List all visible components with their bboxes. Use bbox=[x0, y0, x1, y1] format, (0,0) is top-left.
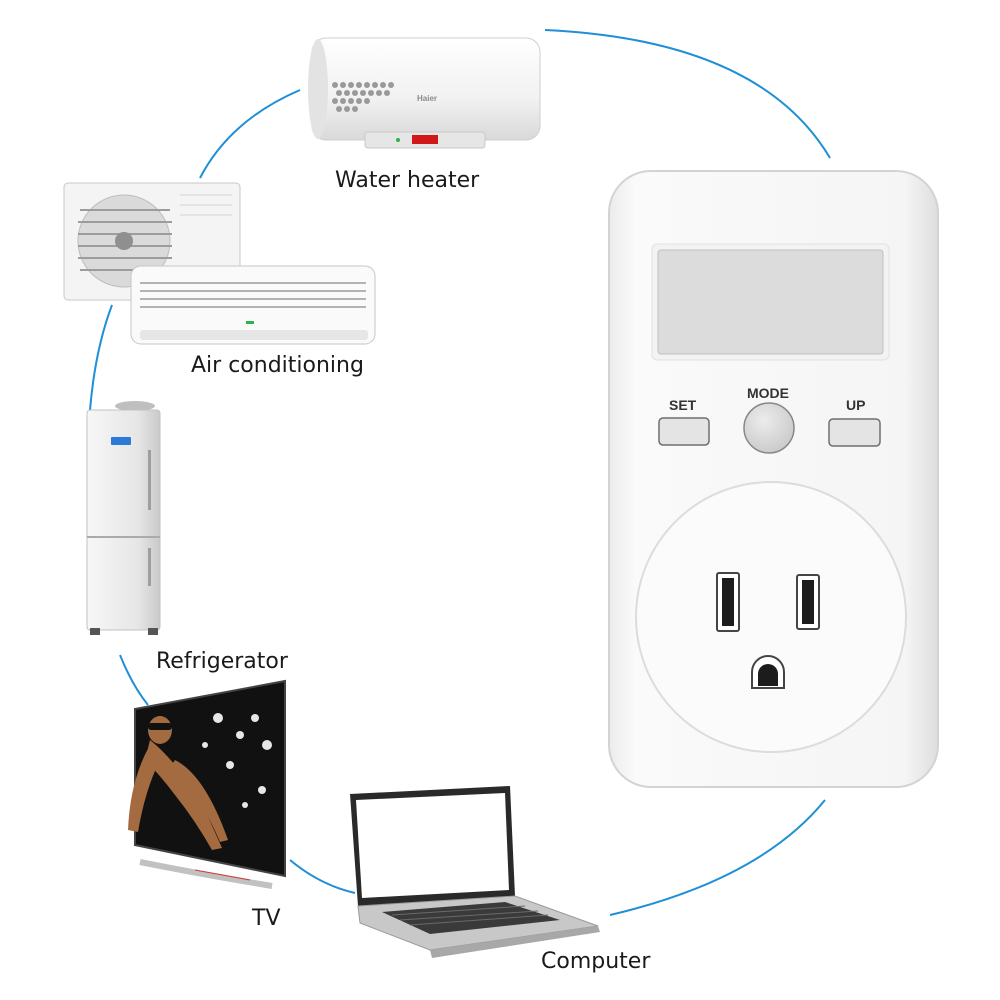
refrigerator-label: Refrigerator bbox=[156, 649, 288, 674]
set-label: SET bbox=[669, 397, 697, 413]
up-button[interactable] bbox=[828, 418, 881, 447]
connector-line bbox=[199, 89, 301, 179]
refrigerator-display bbox=[111, 437, 131, 445]
connector-line bbox=[289, 859, 356, 894]
mode-button[interactable] bbox=[743, 402, 795, 454]
tv-label: TV bbox=[252, 906, 281, 931]
lcd-screen bbox=[657, 249, 884, 355]
outlet-ground-hole bbox=[758, 664, 778, 686]
connector-line bbox=[119, 654, 149, 706]
set-button[interactable] bbox=[658, 417, 710, 446]
water-heater-label: Water heater bbox=[335, 168, 480, 193]
connector-line bbox=[89, 304, 113, 411]
water-heater-brand: Haier bbox=[417, 94, 438, 103]
air-conditioning-label: Air conditioning bbox=[191, 353, 364, 378]
computer-label: Computer bbox=[541, 949, 651, 974]
outlet-face bbox=[635, 481, 907, 753]
outlet-slot-left bbox=[722, 578, 734, 626]
outlet-slot-right bbox=[802, 580, 814, 624]
connector-line bbox=[609, 799, 826, 916]
up-label: UP bbox=[846, 397, 866, 413]
mode-label: MODE bbox=[747, 385, 789, 401]
water-heater-display bbox=[412, 135, 438, 144]
connector-line bbox=[544, 29, 831, 159]
